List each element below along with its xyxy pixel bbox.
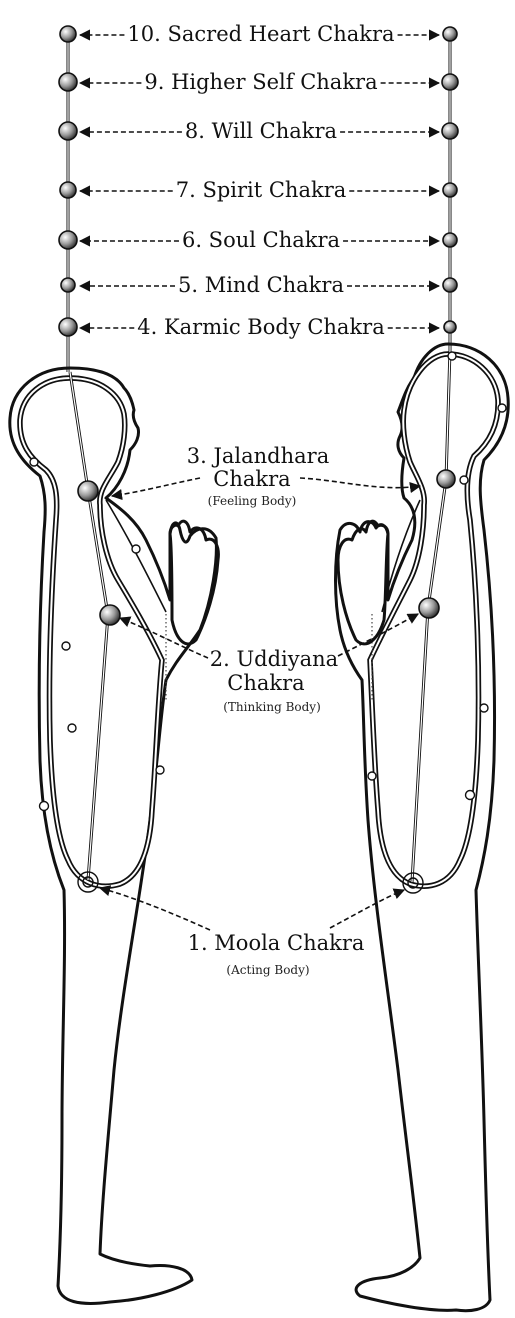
- upper-chakra-label: 10. Sacred Heart Chakra: [127, 22, 394, 46]
- upper-chakra-node-left: [59, 122, 77, 140]
- upper-chakra-node-left: [61, 278, 75, 292]
- upper-chakra-node-left: [60, 26, 76, 42]
- upper-chakra-label: 7. Spirit Chakra: [176, 178, 347, 202]
- upper-chakra-node-left: [59, 231, 77, 249]
- moola-arrow-right: [330, 890, 404, 928]
- left-uddiyana-node: [100, 605, 120, 625]
- left-figure: [10, 28, 219, 1303]
- upper-chakra-node-right: [443, 278, 457, 292]
- jalandhara-label-line1: 3. Jalandhara: [187, 444, 329, 468]
- upper-chakra-label: 5. Mind Chakra: [178, 273, 344, 297]
- upper-chakra-node-right: [442, 123, 458, 139]
- uddiyana-label-line2: Chakra: [227, 671, 304, 695]
- jalandhara-label-group: 3. Jalandhara Chakra (Feeling Body): [112, 444, 420, 508]
- upper-chakra-label: 6. Soul Chakra: [182, 228, 340, 252]
- upper-chakra-node-left: [59, 318, 77, 336]
- upper-chakra-node-right: [443, 233, 457, 247]
- upper-chakra-label: 9. Higher Self Chakra: [144, 70, 377, 94]
- moola-label: 1. Moola Chakra: [188, 931, 365, 955]
- moola-sublabel: (Acting Body): [226, 963, 309, 977]
- upper-chakra-ladder: 10. Sacred Heart Chakra 9. Higher Self Ch…: [59, 22, 458, 339]
- right-figure: [336, 28, 509, 1311]
- upper-chakra-node-right: [444, 321, 456, 333]
- upper-chakra-node-left: [60, 182, 76, 198]
- right-hands: [338, 521, 388, 644]
- upper-chakra-label: 8. Will Chakra: [185, 119, 337, 143]
- moola-label-group: 1. Moola Chakra (Acting Body): [100, 888, 404, 977]
- upper-chakra-node-left: [59, 73, 77, 91]
- right-uddiyana-node: [419, 598, 439, 618]
- upper-chakra-node-right: [443, 183, 457, 197]
- upper-chakra-node-right: [442, 74, 458, 90]
- jalandhara-sublabel: (Feeling Body): [208, 494, 297, 508]
- moola-arrow-left: [100, 888, 210, 930]
- left-body-outline: [10, 368, 217, 1303]
- jalandhara-label-line2: Chakra: [213, 467, 290, 491]
- jalandhara-arrow-left: [112, 478, 200, 496]
- right-jalandhara-node: [437, 470, 455, 488]
- upper-chakra-label: 4. Karmic Body Chakra: [137, 315, 384, 339]
- left-hands: [170, 521, 218, 644]
- uddiyana-label-line1: 2. Uddiyana: [210, 647, 338, 671]
- left-jalandhara-node: [78, 481, 98, 501]
- left-central-spine: [70, 372, 108, 880]
- upper-chakra-node-right: [443, 27, 457, 41]
- uddiyana-sublabel: (Thinking Body): [223, 700, 321, 714]
